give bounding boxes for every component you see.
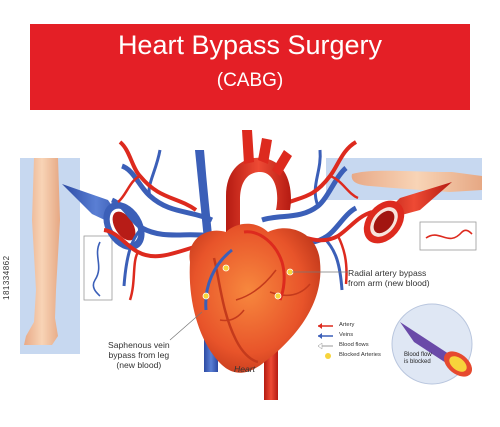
blocked-artery-inset xyxy=(391,303,473,385)
heart-shape xyxy=(189,223,321,373)
radial-artery-section xyxy=(363,182,452,244)
page-title: Heart Bypass Surgery xyxy=(117,30,383,60)
heart-label: Heart xyxy=(234,364,256,374)
legend-veins: Veins xyxy=(339,332,354,338)
banner: Heart Bypass Surgery (CABG) xyxy=(30,24,470,110)
title-banner xyxy=(30,24,470,110)
legend-blood-flows: Blood flows xyxy=(339,342,369,348)
legend-icons xyxy=(317,323,333,359)
watermark-id: 181334862 xyxy=(2,255,11,300)
saphenous-vein-label: Saphenous vein bypass from leg (new bloo… xyxy=(108,340,170,370)
legend-blocked-arteries: Blocked Arteries xyxy=(339,352,381,358)
blocked-flow-label: Blood flow is blocked xyxy=(404,352,432,365)
radial-artery-label: Radial artery bypass from arm (new blood… xyxy=(348,268,430,288)
page-subtitle: (CABG) xyxy=(216,70,284,91)
legend-artery: Artery xyxy=(339,322,355,328)
